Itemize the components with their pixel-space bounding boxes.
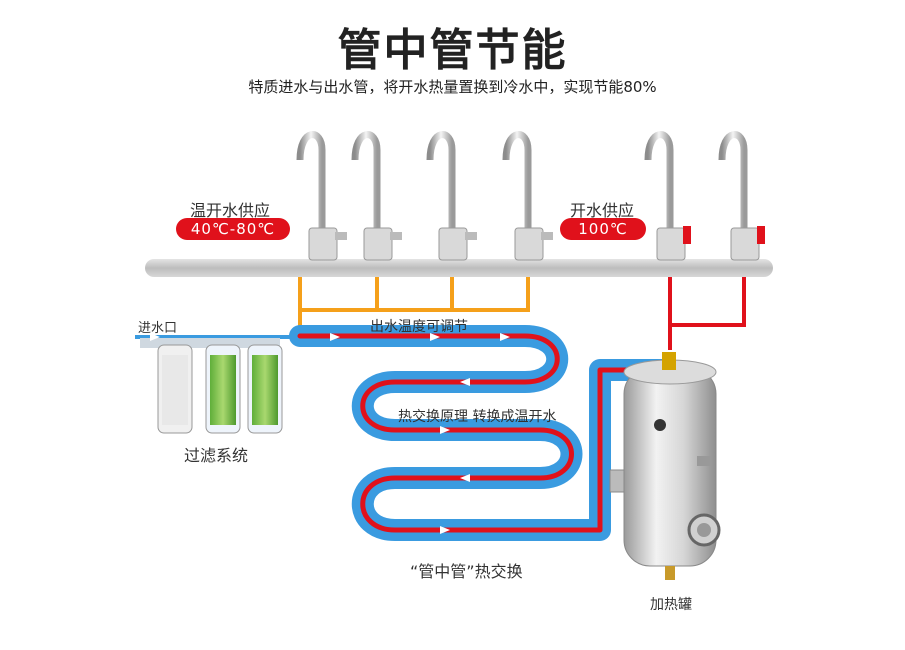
page-title: 管中管节能 xyxy=(337,25,568,76)
hot-supply-label: 开水供应 xyxy=(570,201,635,220)
warm-temp-badge: 40℃-80℃ xyxy=(176,218,290,240)
faucet-6 xyxy=(718,131,765,261)
hot-water-pipes xyxy=(668,277,746,350)
filter-cartridge-3 xyxy=(247,344,283,434)
hot-temp-badge: 100℃ xyxy=(560,218,646,240)
filter-system xyxy=(140,338,283,434)
faucet-5 xyxy=(644,131,691,261)
warm-supply-label: 温开水供应 xyxy=(190,201,271,220)
faucet-2 xyxy=(351,131,402,261)
filter-system-label: 过滤系统 xyxy=(184,446,249,465)
faucet-3 xyxy=(426,131,477,261)
page-subtitle: 特质进水与出水管，将开水热量置换到冷水中，实现节能80% xyxy=(248,78,657,96)
pipe-in-pipe-label: “管中管”热交换 xyxy=(410,562,523,581)
inlet-label: 进水口 xyxy=(138,321,178,336)
filter-cartridge-1 xyxy=(157,344,193,434)
heat-exchange-coil xyxy=(289,325,679,541)
filter-cartridge-2 xyxy=(205,344,241,434)
exchange-principle-label: 热交换原理 转换成温开水 xyxy=(398,409,557,425)
heating-tank xyxy=(609,352,721,580)
flow-arrows xyxy=(150,333,510,534)
faucet-4 xyxy=(502,131,553,261)
outlet-temp-label: 出水温度可调节 xyxy=(370,319,468,335)
faucet-row xyxy=(296,131,765,261)
faucet-1 xyxy=(296,131,347,261)
heating-tank-label: 加热罐 xyxy=(650,597,692,613)
main-pipe xyxy=(145,259,773,277)
